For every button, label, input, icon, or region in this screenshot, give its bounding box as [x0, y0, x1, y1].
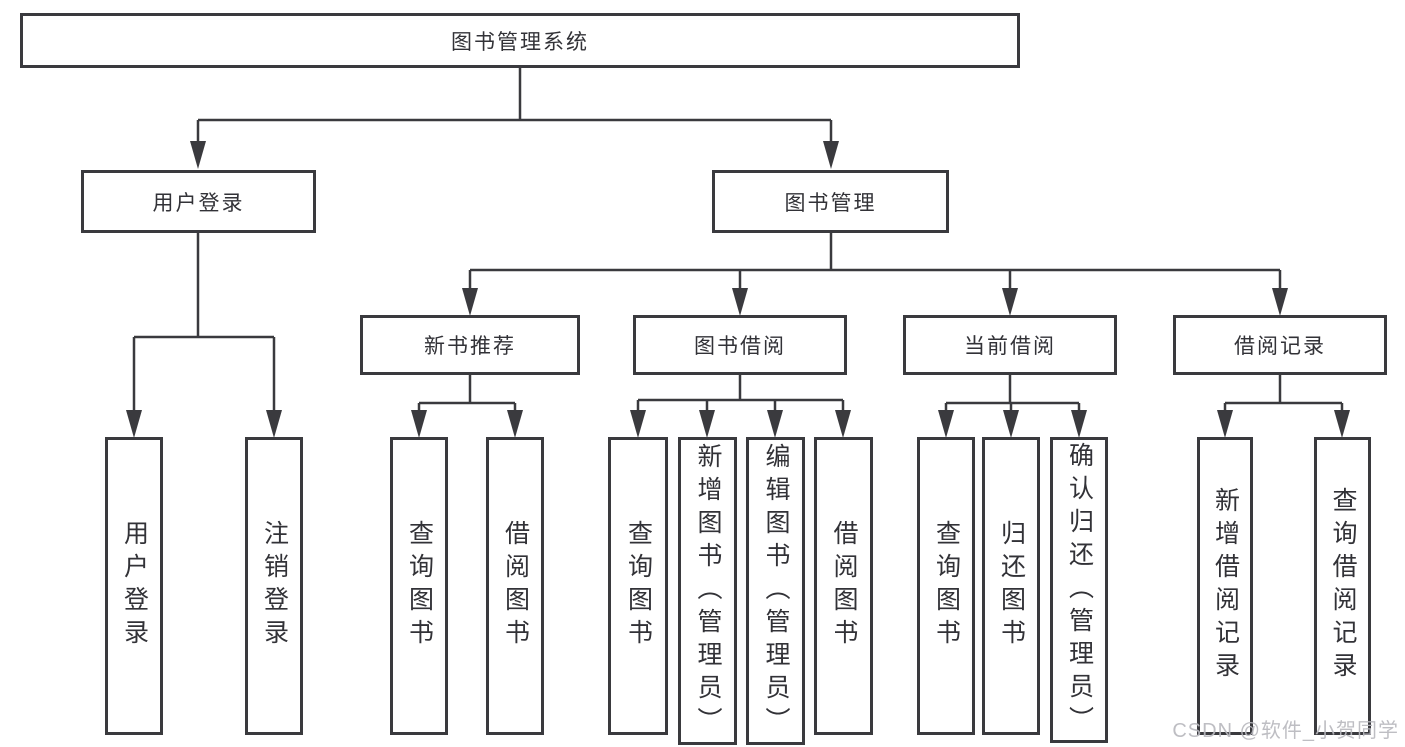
leaf-label: 借阅图书 — [501, 520, 530, 652]
leaf-label: 新增借阅记录 — [1211, 487, 1240, 685]
node-label: 当前借阅 — [964, 335, 1056, 358]
arrowheads — [126, 141, 1350, 438]
node-label: 图书借阅 — [694, 335, 786, 358]
node-current-borrowing: 当前借阅 — [903, 315, 1117, 375]
leaf-current-query-books: 查询图书 — [917, 437, 975, 735]
leaf-rec-query-books: 查询图书 — [390, 437, 448, 735]
node-label: 借阅记录 — [1234, 335, 1326, 358]
leaf-label: 新增图书（管理员） — [694, 442, 722, 740]
leaf-label: 编辑图书（管理员） — [762, 442, 790, 740]
leaf-label: 查询借阅记录 — [1329, 487, 1357, 685]
node-label: 图书管理 — [784, 191, 877, 215]
node-library-management-system: 图书管理系统 — [20, 13, 1020, 68]
node-label: 图书管理系统 — [451, 30, 589, 54]
leaf-label: 归还图书 — [997, 520, 1026, 652]
node-user-login: 用户登录 — [81, 170, 316, 233]
leaf-label: 注销登录 — [260, 520, 289, 652]
node-label: 新书推荐 — [424, 335, 516, 358]
csdn-watermark: CSDN @软件_小贺同学 — [1172, 720, 1399, 742]
tree-edges — [132, 68, 1344, 414]
leaf-logout: 注销登录 — [245, 437, 303, 735]
leaf-confirm-return-admin: 确认归还（管理员） — [1050, 437, 1108, 743]
node-borrowing-records: 借阅记录 — [1173, 315, 1387, 375]
leaf-user-login: 用户登录 — [105, 437, 163, 735]
leaf-query-borrowing-record: 查询借阅记录 — [1314, 437, 1371, 735]
node-new-book-recommendation: 新书推荐 — [360, 315, 580, 375]
leaf-label: 用户登录 — [120, 520, 149, 652]
leaf-label: 查询图书 — [405, 520, 434, 652]
leaf-borrowing-query-books: 查询图书 — [608, 437, 668, 735]
leaf-add-book-admin: 新增图书（管理员） — [678, 437, 737, 745]
leaf-borrowing-borrow-books: 借阅图书 — [814, 437, 873, 735]
node-label: 用户登录 — [152, 191, 245, 215]
leaf-label: 借阅图书 — [830, 520, 858, 652]
leaf-label: 查询图书 — [624, 520, 653, 652]
leaf-return-book: 归还图书 — [982, 437, 1040, 735]
leaf-label: 查询图书 — [932, 520, 961, 652]
leaf-label: 确认归还（管理员） — [1065, 441, 1094, 739]
node-book-borrowing: 图书借阅 — [633, 315, 847, 375]
leaf-edit-book-admin: 编辑图书（管理员） — [746, 437, 805, 745]
leaf-rec-borrow-books: 借阅图书 — [486, 437, 544, 735]
leaf-add-borrowing-record: 新增借阅记录 — [1197, 437, 1253, 735]
node-book-management: 图书管理 — [712, 170, 949, 233]
